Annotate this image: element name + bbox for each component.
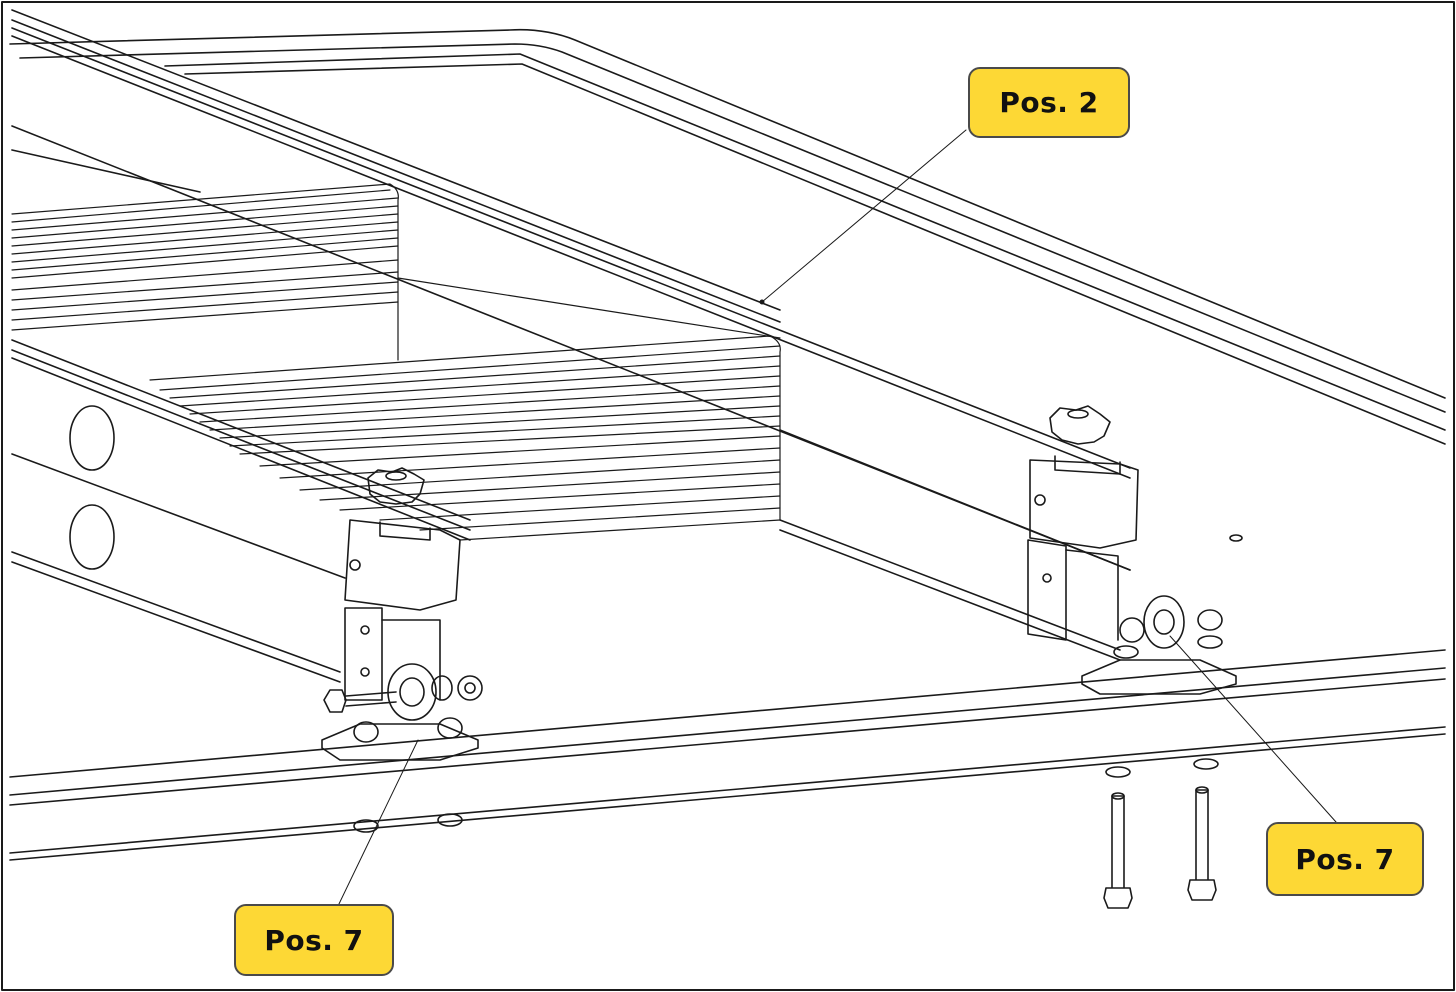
clamp-right [1027, 405, 1243, 695]
bracket-icon [321, 723, 479, 761]
leader-lines [337, 129, 1337, 907]
callout-pos2: Pos. 2 [968, 67, 1130, 138]
leader-pos7-right [1169, 635, 1337, 823]
washer-icon [1197, 635, 1223, 649]
washer-icon [431, 675, 453, 701]
callout-pos7-right: Pos. 7 [1266, 822, 1424, 896]
callout-pos7-left: Pos. 7 [234, 904, 394, 976]
hex-nut-icon [437, 717, 463, 739]
washer-icon [1143, 595, 1185, 649]
deck-board-upper [11, 183, 781, 361]
deck-board-lower [149, 335, 781, 541]
leader-pos2 [761, 129, 967, 303]
bolt-icon [1187, 789, 1217, 901]
hex-nut-icon [1119, 617, 1145, 643]
rail-back [11, 9, 1131, 661]
hex-nut-icon [353, 721, 379, 743]
washer-icon [1105, 766, 1131, 778]
hex-nut-icon [1197, 609, 1223, 631]
knob-icon [1049, 405, 1111, 445]
hex-nut-icon [457, 675, 483, 701]
leader-pos7-left [337, 739, 419, 907]
bracket-icon [1081, 659, 1237, 695]
knob-icon [367, 467, 425, 505]
washer-icon [1193, 758, 1219, 770]
bolt-icon [1103, 795, 1133, 909]
loose-bolts [1103, 758, 1219, 909]
bolt-icon [323, 689, 397, 713]
rail-hole [69, 504, 115, 570]
clamp-left [321, 467, 483, 833]
base-plate [9, 28, 1446, 861]
rail-front [11, 339, 471, 683]
rail-hole [69, 405, 115, 471]
